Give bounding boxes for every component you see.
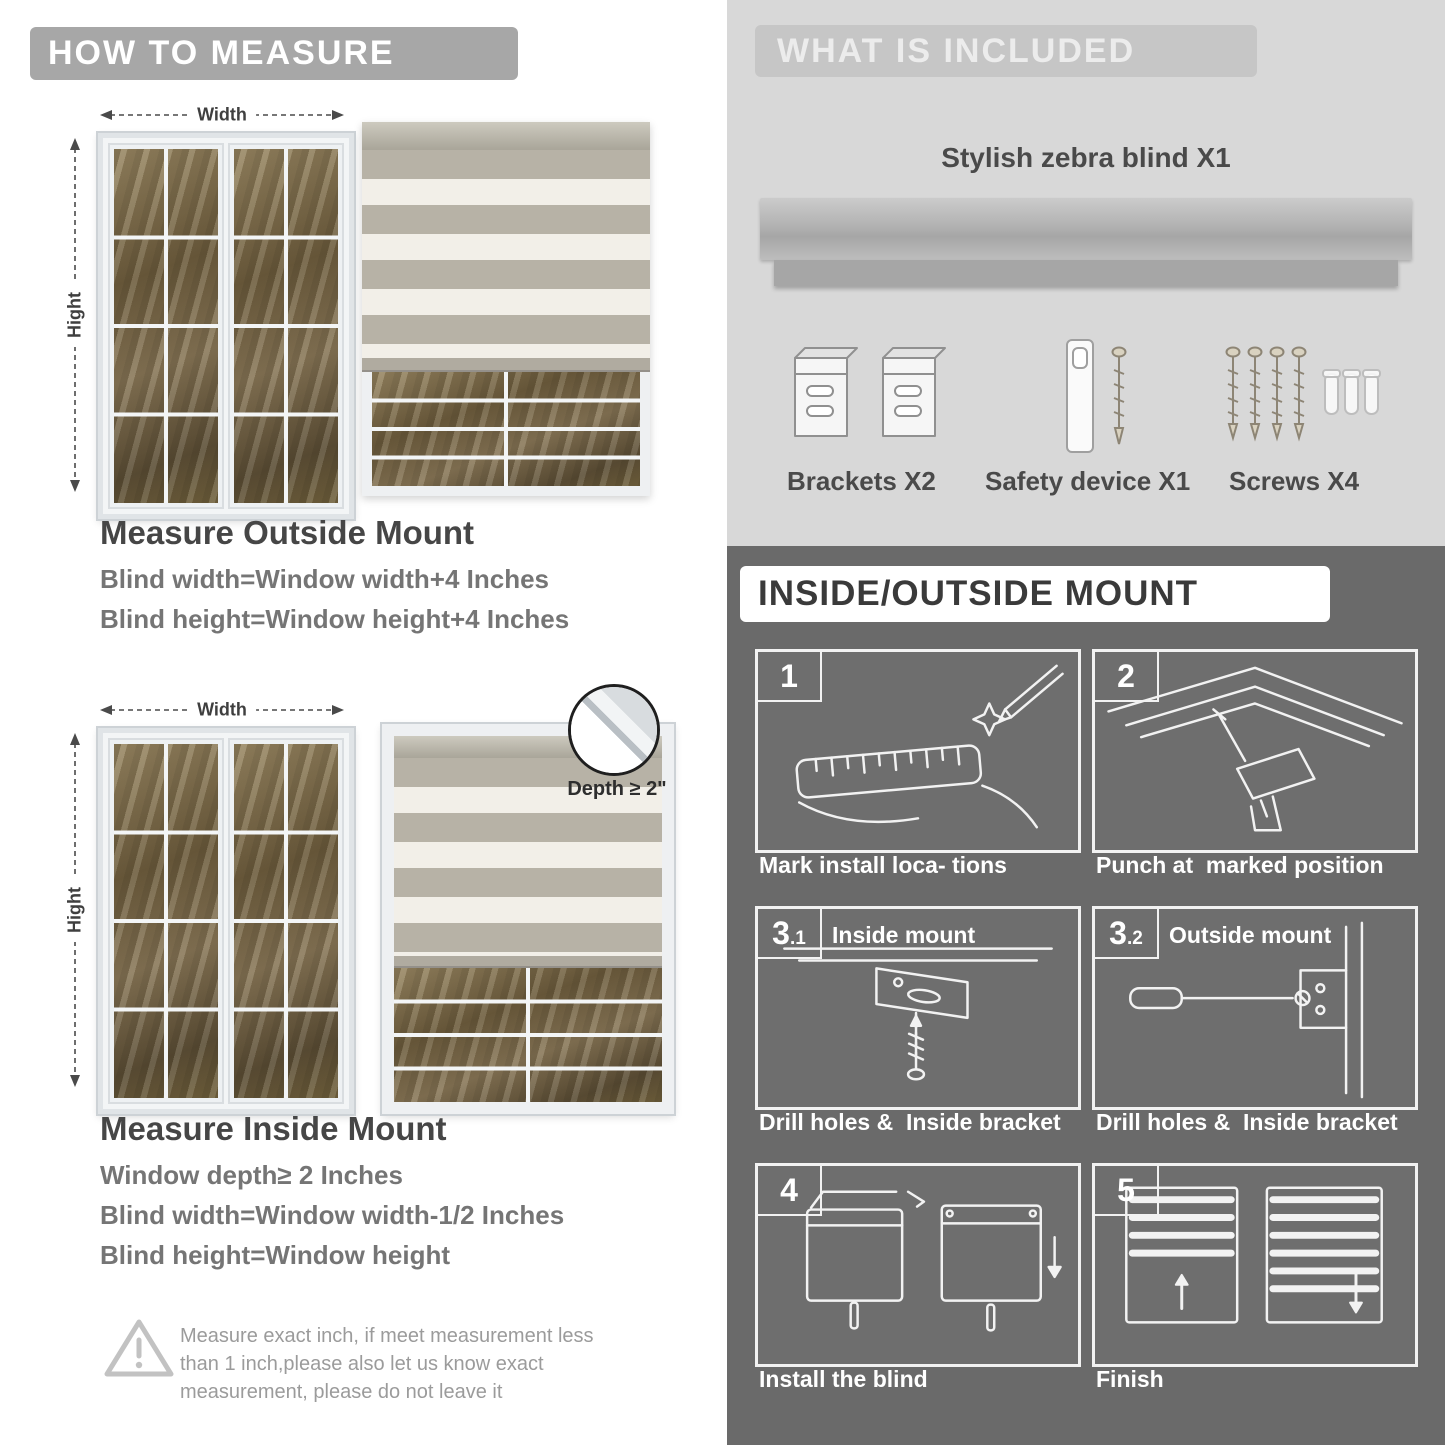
safety-device-icon: [1066, 339, 1127, 453]
blind-headrail-illustration: [760, 198, 1412, 260]
zebra-blind-label: Stylish zebra blind X1: [941, 142, 1231, 173]
inside-formula-width: Blind width=Window width-1/2 Inches: [100, 1200, 565, 1230]
brackets-label: Brackets X2: [787, 466, 936, 496]
window-illustration: [98, 728, 354, 1114]
mark-locations-illustration: [795, 664, 1064, 829]
window-under-blind: [362, 372, 650, 496]
zebra-stripes: [394, 758, 662, 956]
height-label: Hight: [64, 283, 86, 347]
what-is-included-section: WHAT IS INCLUDED Stylish zebra blind X1: [727, 0, 1445, 546]
step-number-text: 5: [1117, 1171, 1135, 1208]
inside-mount-blind-illustration: [382, 724, 674, 1114]
step-number: 3.2: [1095, 909, 1159, 959]
screws-icon: [1225, 346, 1381, 442]
step-caption: Finish: [1096, 1366, 1164, 1392]
window-under-blind: [394, 968, 662, 1102]
height-arrow-outside: Hight: [64, 136, 86, 494]
step-title: Inside mount: [832, 922, 976, 948]
how-to-measure-section: HOW TO MEASURE Width Hight Measure Outsi…: [0, 0, 720, 1445]
step-title: Outside mount: [1169, 922, 1332, 948]
inside-formula-height: Blind height=Window height: [100, 1240, 450, 1270]
step-panel-4: 4: [755, 1163, 1081, 1367]
width-label: Width: [188, 699, 256, 721]
safety-device-label: Safety device X1: [985, 466, 1191, 496]
depth-callout-label: Depth ≥ 2": [567, 778, 667, 800]
step-panel-2: 2: [1092, 649, 1418, 853]
blind-cassette: [362, 122, 650, 150]
step-number: 1: [758, 652, 822, 702]
step-caption: Drill holes & Inside bracket: [759, 1109, 1061, 1135]
step-number: 5: [1095, 1166, 1159, 1216]
step-number-text: 3: [1109, 914, 1127, 951]
inside-mount-title: Measure Inside Mount: [100, 1110, 447, 1147]
width-arrow-outside: Width: [98, 104, 346, 126]
blind-bottom-rail: [394, 956, 662, 968]
what-is-included-header: WHAT IS INCLUDED: [755, 25, 1257, 77]
finish-illustration: [1125, 1186, 1383, 1324]
step-number: 2: [1095, 652, 1159, 702]
inside-bracket-illustration: [783, 947, 1053, 1081]
window-sash: [108, 143, 224, 509]
step-number-text: 1: [780, 657, 798, 694]
step-caption: Mark install loca- tions: [759, 852, 1007, 878]
how-to-measure-header: HOW TO MEASURE: [30, 27, 518, 80]
window-sash: [228, 143, 344, 509]
width-arrow-inside: Width: [98, 699, 346, 721]
step-number: 3.1: [758, 909, 822, 959]
width-label: Width: [188, 104, 256, 126]
zebra-stripes: [362, 150, 650, 358]
blind-bottom-rail: [362, 358, 650, 372]
drill-illustration: [1107, 666, 1403, 832]
height-label: Hight: [64, 878, 86, 942]
window-sash: [228, 738, 344, 1104]
inside-formula-depth: Window depth≥ 2 Inches: [100, 1160, 403, 1190]
height-arrow-inside: Hight: [64, 731, 86, 1089]
step-number-text: 4: [780, 1171, 798, 1208]
step-panel-1: 1: [755, 649, 1081, 853]
outside-mount-blind-illustration: [362, 122, 650, 496]
step-number-text: 2: [1117, 657, 1135, 694]
warning-triangle-icon: [104, 1319, 174, 1377]
warning-text: Measure exact inch, if meet measurement …: [180, 1325, 594, 1403]
outside-bracket-illustration: [1129, 921, 1364, 1099]
step-caption: Punch at marked position: [1096, 852, 1384, 878]
step-caption: Install the blind: [759, 1366, 928, 1392]
outside-mount-title: Measure Outside Mount: [100, 514, 475, 551]
window-illustration: [98, 133, 354, 519]
outside-formula-height: Blind height=Window height+4 Inches: [100, 604, 570, 634]
step-number-sub: .1: [789, 928, 806, 949]
install-blind-illustration: [805, 1190, 1062, 1332]
brackets-icon: [794, 347, 946, 437]
mount-instructions-section: INSIDE/OUTSIDE MOUNT: [727, 546, 1445, 1445]
step-number: 4: [758, 1166, 822, 1216]
step-number-sub: .2: [1126, 928, 1143, 949]
depth-callout-circle: [568, 684, 660, 776]
screws-label: Screws X4: [1229, 466, 1360, 496]
step-caption: Drill holes & Inside bracket: [1096, 1109, 1398, 1135]
outside-formula-width: Blind width=Window width+4 Inches: [100, 564, 549, 594]
window-sash: [108, 738, 224, 1104]
step-panel-5: 5: [1092, 1163, 1418, 1367]
step-panel-3-1: 3.1 Inside mount: [755, 906, 1081, 1110]
blind-headrail-bottom: [774, 260, 1398, 286]
window-corner-zoom: [571, 687, 657, 773]
step-number-text: 3: [772, 914, 790, 951]
mount-header: INSIDE/OUTSIDE MOUNT: [740, 566, 1330, 622]
step-panel-3-2: 3.2 Outside mount: [1092, 906, 1418, 1110]
